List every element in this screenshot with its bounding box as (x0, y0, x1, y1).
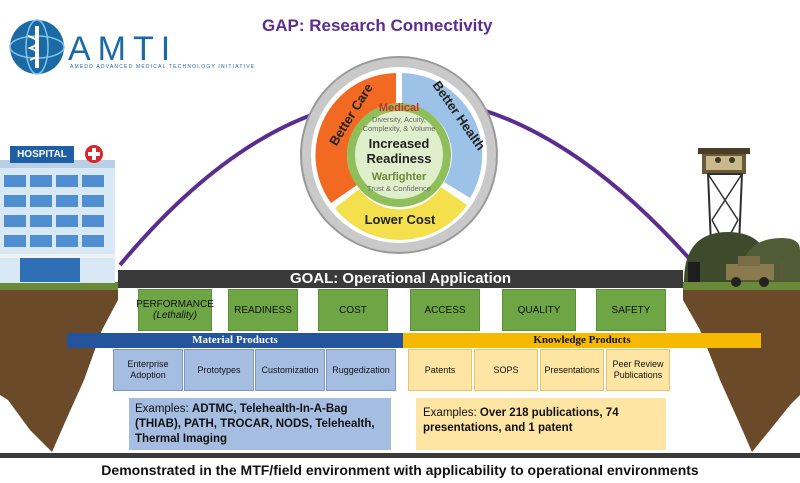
outcome-sub: (Lethality) (153, 310, 197, 321)
material-item: Enterprise Adoption (113, 349, 183, 391)
outcome-label: QUALITY (517, 304, 561, 316)
right-cliff (683, 282, 800, 452)
outcome-label: ACCESS (424, 304, 466, 316)
gap-title: GAP: Research Connectivity (262, 16, 493, 35)
outcome-quality: QUALITY (502, 289, 576, 331)
goal-bar: GOAL: Operational Application (118, 270, 683, 288)
military-outpost (684, 148, 800, 287)
material-item: Customization (255, 349, 325, 391)
outcome-readiness: READINESS (228, 289, 298, 331)
outcome-label: SAFETY (611, 304, 651, 316)
outcome-safety: SAFETY (596, 289, 666, 331)
outcome-cost: COST (318, 289, 388, 331)
outcome-label: COST (339, 304, 367, 316)
medical-title: Medical (378, 102, 420, 114)
knowledge-products-header: Knowledge Products (403, 333, 761, 348)
lower-cost-arc (335, 187, 467, 240)
footer-divider (0, 453, 800, 458)
red-cross-icon (85, 145, 103, 163)
warfighter-subtitle: Trust & Confidence (367, 184, 431, 193)
material-products-header: Material Products (67, 333, 403, 348)
outcome-performance: PERFORMANCE (Lethality) (136, 289, 214, 331)
medical-subtitle: Diversity, Acuity, Complexity, & Volume (362, 115, 436, 133)
outcome-access: ACCESS (410, 289, 480, 331)
better-health-arc (402, 73, 483, 198)
outcome-label: PERFORMANCE (136, 299, 214, 310)
outcome-label: READINESS (234, 304, 292, 316)
center-title: Increased Readiness (366, 136, 432, 166)
footer-caption: Demonstrated in the MTF/field environmen… (0, 458, 800, 483)
left-cliff (0, 282, 118, 452)
hospital-sign: HOSPITAL (10, 146, 74, 163)
logo-subtitle: AMEDD ADVANCED MEDICAL TECHNOLOGY INITIA… (70, 64, 256, 70)
examples-text: ADTMC, Telehealth-In-A-Bag (THIAB), PATH… (135, 403, 375, 445)
knowledge-item: Patents (408, 349, 472, 391)
arc-label-lower-cost: Lower Cost (364, 212, 436, 227)
material-item: Prototypes (184, 349, 254, 391)
amti-globe-icon (9, 19, 65, 75)
warfighter-title: Warfighter (371, 171, 427, 183)
hospital-building (0, 160, 115, 283)
material-item: Ruggedization (326, 349, 396, 391)
examples-prefix: Examples: (423, 407, 480, 419)
knowledge-item: Peer Review Publications (606, 349, 670, 391)
logo-wordmark: AMTI (68, 30, 178, 68)
knowledge-item: Presentations (540, 349, 604, 391)
better-care-arc (315, 73, 396, 203)
knowledge-examples: Examples: Over 218 publications, 74 pres… (416, 398, 666, 450)
material-examples: Examples: ADTMC, Telehealth-In-A-Bag (TH… (129, 398, 391, 450)
examples-prefix: Examples: (135, 403, 192, 415)
knowledge-item: SOPS (474, 349, 538, 391)
examples-text: Over 218 publications, 74 presentations,… (423, 407, 619, 434)
readiness-cycle (300, 56, 498, 254)
